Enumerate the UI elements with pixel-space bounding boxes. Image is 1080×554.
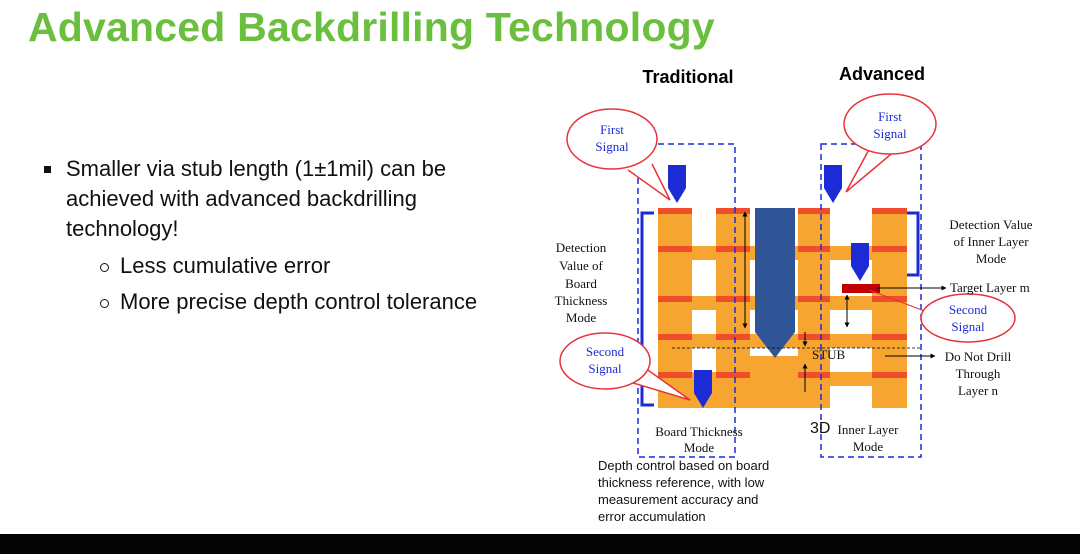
board-ledge — [692, 334, 716, 348]
bullet-list: Smaller via stub length (1±1mil) can be … — [44, 154, 524, 317]
label-line: Mode — [853, 439, 884, 454]
label-3d: 3D — [810, 420, 830, 437]
probe-marker-icon — [851, 243, 869, 281]
copper-layer — [658, 296, 692, 302]
copper-layer — [658, 372, 692, 378]
label-line: Mode — [566, 310, 597, 325]
copper-layer — [872, 296, 907, 302]
bubble-text: Signal — [951, 319, 985, 334]
label-inner-layer-mode: Inner Layer Mode — [838, 422, 900, 454]
target-layer-bar — [842, 284, 880, 293]
label-line: Detection — [556, 240, 607, 255]
label-line: of Inner Layer — [953, 234, 1029, 249]
copper-layer — [872, 208, 907, 214]
copper-layer — [658, 246, 692, 252]
label-target-layer: Target Layer m — [950, 280, 1030, 295]
probe-marker-icon — [694, 370, 712, 408]
caption-line: Depth control based on board — [598, 458, 769, 473]
board-ledge — [830, 334, 872, 348]
bubble-text: Second — [949, 302, 988, 317]
label-line: Thickness — [555, 293, 608, 308]
circle-bullet-icon — [100, 299, 109, 308]
board-block — [750, 356, 798, 408]
traditional-frame — [637, 143, 736, 458]
sub-bullet-text: More precise depth control tolerance — [120, 289, 478, 314]
bubble-first-signal-left: First Signal — [566, 108, 671, 201]
probe-marker-icon — [824, 165, 842, 203]
caption-line: thickness reference, with low — [598, 475, 765, 490]
label-line: Do Not Drill — [945, 349, 1012, 364]
bubble-second-signal-left: Second Signal — [559, 332, 691, 401]
copper-layer — [716, 372, 750, 378]
sub-bullet: More precise depth control tolerance — [100, 287, 524, 317]
drill-bit-icon — [755, 208, 795, 358]
bubble-second-signal-right: Second Signal — [920, 293, 1016, 343]
copper-layer — [798, 296, 830, 302]
board-ledge — [830, 372, 872, 386]
label-line: Through — [956, 366, 1001, 381]
header-traditional: Traditional — [642, 67, 733, 87]
header-advanced: Advanced — [839, 64, 925, 84]
copper-layer — [716, 334, 750, 340]
label-detection-inner: Detection Value of Inner Layer Mode — [949, 217, 1032, 266]
copper-layer — [716, 208, 750, 214]
label-detection-board: Detection Value of Board Thickness Mode — [555, 240, 608, 325]
copper-layer — [872, 334, 907, 340]
copper-layer — [798, 208, 830, 214]
sub-bullet-text: Less cumulative error — [120, 253, 331, 278]
label-line: Layer n — [958, 383, 999, 398]
label-line: Board — [565, 276, 597, 291]
bullet-main: Smaller via stub length (1±1mil) can be … — [44, 154, 524, 244]
label-line: Value of — [559, 258, 603, 273]
board-ledge — [692, 246, 716, 260]
probe-marker-icon — [668, 165, 686, 203]
copper-layer — [716, 246, 750, 252]
copper-layer — [658, 334, 692, 340]
bubble-text: First — [878, 109, 902, 124]
bullet-main-text: Smaller via stub length (1±1mil) can be … — [66, 156, 447, 241]
label-line: Inner Layer — [838, 422, 900, 437]
slide-title: Advanced Backdrilling Technology — [28, 4, 715, 50]
label-line: Mode — [976, 251, 1007, 266]
label-line: Mode — [684, 440, 715, 455]
sub-bullet: Less cumulative error — [100, 251, 524, 281]
label-board-thickness-mode: Board Thickness Mode — [655, 424, 743, 455]
bubble-text: Signal — [588, 361, 622, 376]
bubble-text: Signal — [873, 126, 907, 141]
copper-layer — [872, 372, 907, 378]
label-line: Detection Value — [949, 217, 1032, 232]
bubble-text: Second — [586, 344, 625, 359]
label-do-not-drill: Do Not Drill Through Layer n — [945, 349, 1012, 398]
copper-layer — [798, 246, 830, 252]
footer-bar — [0, 534, 1080, 554]
copper-layer — [716, 296, 750, 302]
inner-layer-bracket — [907, 211, 920, 277]
label-stub: STUB — [812, 347, 846, 362]
bubble-text: Signal — [595, 139, 629, 154]
caption-line: measurement accuracy and — [598, 492, 758, 507]
caption-line: error accumulation — [598, 509, 706, 524]
square-bullet-icon — [44, 166, 51, 173]
board-ledge — [830, 296, 872, 310]
board-thickness-bracket — [640, 211, 654, 407]
circle-bullet-icon — [100, 263, 109, 272]
label-line: Board Thickness — [655, 424, 743, 439]
caption: Depth control based on board thickness r… — [598, 458, 769, 524]
copper-layer — [798, 334, 830, 340]
bubble-first-signal-right: First Signal — [843, 93, 937, 193]
board-ledge — [692, 296, 716, 310]
copper-layer — [872, 246, 907, 252]
copper-layer — [798, 372, 830, 378]
bubble-text: First — [600, 122, 624, 137]
copper-layer — [658, 208, 692, 214]
